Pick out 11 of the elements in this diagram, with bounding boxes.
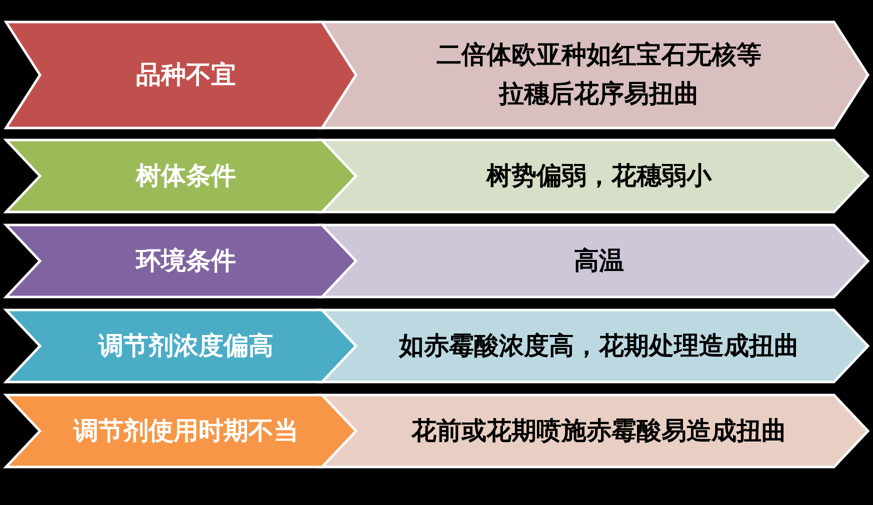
chevron-label: 品种不宜 (136, 58, 236, 91)
chevron-label: 调节剂浓度偏高 (98, 330, 274, 362)
chevron-label: 二倍体欧亚种如红宝石无核等 (436, 39, 762, 72)
chevron-label: 调节剂使用时期不当 (74, 414, 298, 447)
chevron-label: 花前或花期喷施赤霉酸易造成扭曲 (412, 414, 786, 447)
chevron-label: 环境条件 (136, 244, 236, 277)
chevron-label: 拉穗后花序易扭曲 (499, 78, 699, 110)
chevron-label: 如赤霉酸浓度高，花期处理造成扭曲 (399, 330, 799, 362)
chevron-label: 高温 (574, 244, 624, 277)
chevron-label: 树体条件 (136, 160, 236, 192)
chevron-label: 树势偏弱，花穗弱小 (486, 160, 712, 192)
